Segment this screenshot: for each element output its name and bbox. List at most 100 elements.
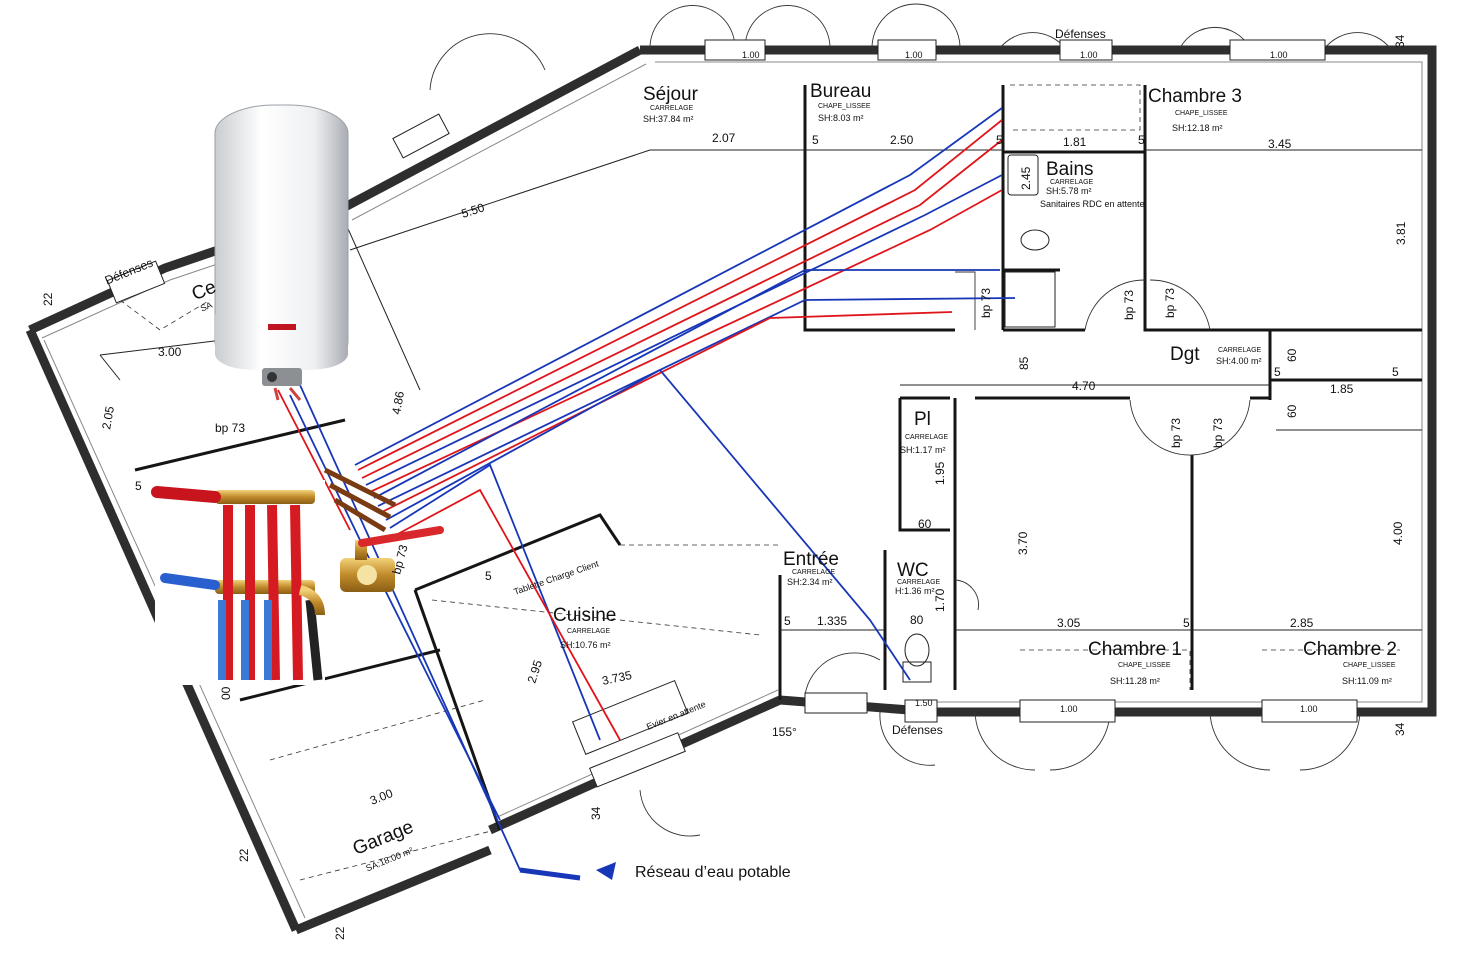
room-area: SH:10.76 m² [560, 640, 611, 650]
room-bains: Bains CARRELAGE SH:5.78 m² Sanitaires RD… [1040, 159, 1145, 209]
water-heater-icon [214, 104, 349, 401]
room-name: Chambre 2 [1303, 639, 1397, 660]
room-note: Sanitaires RDC en attente [1040, 199, 1145, 209]
dim-label: 5 [135, 479, 142, 493]
evier-label: Evier en attente [645, 699, 707, 732]
window-dim: 1.00 [905, 50, 923, 60]
dim-label: 3.00 [158, 345, 182, 359]
fixtures [571, 154, 1056, 755]
bp73-label: bp 73 [1211, 418, 1225, 448]
dim-label: 34 [589, 806, 603, 820]
dim-label: 22 [41, 292, 55, 306]
dim-label: 2.85 [1290, 616, 1314, 630]
room-name: Cuisine [553, 605, 616, 626]
dim-label: 2.50 [890, 133, 914, 147]
dim-label: 5 [1274, 365, 1281, 379]
dim-label: 22 [237, 848, 251, 862]
room-area: SH:4.00 m² [1216, 356, 1262, 366]
room-name: Bureau [810, 81, 871, 102]
defenses-label: Défenses [1055, 27, 1106, 41]
dim-label: 60 [918, 517, 932, 531]
dim-label: 3.45 [1268, 137, 1292, 151]
dim-label: 5 [1183, 616, 1190, 630]
dim-label: 5 [1392, 365, 1399, 379]
window-dim: 1.00 [1300, 704, 1318, 714]
dim-label: 5 [812, 133, 819, 147]
room-area: SH:1.17 m² [900, 445, 946, 455]
room-area: SH:12.18 m² [1172, 123, 1223, 133]
dim-label: 1.95 [933, 461, 947, 485]
room-garage: Garage SA:18.00 m² [350, 817, 417, 874]
room-finish: CHAPE_LISSEE [818, 103, 871, 110]
bp73-label: bp 73 [389, 543, 410, 576]
dim-label: 3.05 [1057, 616, 1081, 630]
bp73-label: bp 73 [1122, 290, 1136, 320]
dimensions: 2.07 2.50 1.81 3.45 5.50 3.81 2.45 3.00 … [41, 34, 1408, 940]
manifold-bar [323, 467, 397, 533]
room-finish: CARRELAGE [1050, 179, 1094, 186]
dim-label: 1.85 [1330, 382, 1354, 396]
defenses-label: Défenses [892, 723, 943, 737]
room-finish: CARRELAGE [905, 434, 949, 441]
room-name: Entrée [783, 549, 839, 570]
room-sejour: Séjour CARRELAGE SH:37.84 m² [643, 84, 699, 124]
room-finish: CARRELAGE [792, 569, 836, 576]
room-name: Chambre 3 [1148, 86, 1242, 107]
dim-label: 2.05 [99, 405, 117, 431]
dim-label: 4.86 [389, 390, 407, 416]
room-dgt: Dgt CARRELAGE SH:4.00 m² [1170, 344, 1262, 366]
tablette-label: Tablette Charge Client [512, 558, 600, 597]
dim-label: 60 [1285, 404, 1299, 418]
room-area: SH:11.28 m² [1110, 676, 1160, 686]
room-chambre1: Chambre 1 CHAPE_LISSEE SH:11.28 m² [1088, 639, 1182, 686]
room-area: H:1.36 m² [895, 586, 935, 596]
pipe-network [277, 107, 1016, 881]
dim-label: 3.735 [601, 668, 634, 688]
room-bureau: Bureau CHAPE_LISSEE SH:8.03 m² [810, 81, 871, 123]
room-wc: WC CARRELAGE H:1.36 m² [895, 560, 941, 596]
dim-label: 5 [1138, 133, 1145, 147]
room-finish: CARRELAGE [567, 628, 611, 635]
window-dim: 1.00 [742, 50, 760, 60]
dim-label: 1.81 [1063, 135, 1087, 149]
room-area: SH:8.03 m² [818, 113, 864, 123]
room-chambre2: Chambre 2 CHAPE_LISSEE SH:11.09 m² [1303, 639, 1397, 686]
dim-label: 5.50 [460, 200, 487, 221]
room-entree: Entrée CARRELAGE SH:2.34 m² [783, 549, 839, 587]
dim-label: 1.335 [817, 614, 847, 628]
dim-label: 60 [1285, 348, 1299, 362]
doors [429, 3, 1391, 837]
room-area: SH:11.09 m² [1342, 676, 1392, 686]
room-cuisine: Cuisine CARRELAGE SH:10.76 m² [553, 605, 616, 650]
bp73-label: bp 73 [979, 288, 993, 318]
window-dim: 1.00 [1080, 50, 1098, 60]
dim-label: 1.70 [933, 588, 947, 612]
room-chambre3: Chambre 3 CHAPE_LISSEE SH:12.18 m² [1148, 86, 1242, 133]
room-finish: CHAPE_LISSEE [1343, 662, 1396, 669]
room-finish: CHAPE_LISSEE [1175, 110, 1228, 117]
room-area: SH:5.78 m² [1046, 186, 1092, 196]
wc-window-dim: 1.50 [915, 698, 933, 708]
windows [106, 39, 1358, 788]
manifold-icon [151, 480, 325, 685]
room-pl: Pl CARRELAGE SH:1.17 m² [900, 409, 949, 455]
dim-label: 85 [1017, 356, 1031, 370]
dim-label: 5 [485, 569, 492, 583]
room-name: Séjour [643, 84, 699, 105]
room-area: SH:37.84 m² [643, 114, 694, 124]
ball-valve-icon [340, 526, 444, 592]
dim-label: 5 [996, 133, 1003, 147]
room-name: WC [897, 560, 929, 581]
bp73-label: bp 73 [215, 421, 245, 435]
dim-label: 3.70 [1016, 531, 1030, 555]
room-name: Bains [1046, 159, 1094, 180]
dim-label: 5 [784, 614, 791, 628]
bp73-label: bp 73 [1169, 418, 1183, 448]
dim-label: 34 [1393, 34, 1407, 48]
dim-label: 34 [1393, 722, 1407, 736]
room-finish: CARRELAGE [897, 579, 941, 586]
water-network-label: Réseau d’eau potable [635, 864, 791, 881]
window-dim: 1.00 [1060, 704, 1078, 714]
arrowhead-icon [596, 862, 616, 880]
room-name: Pl [914, 409, 931, 430]
